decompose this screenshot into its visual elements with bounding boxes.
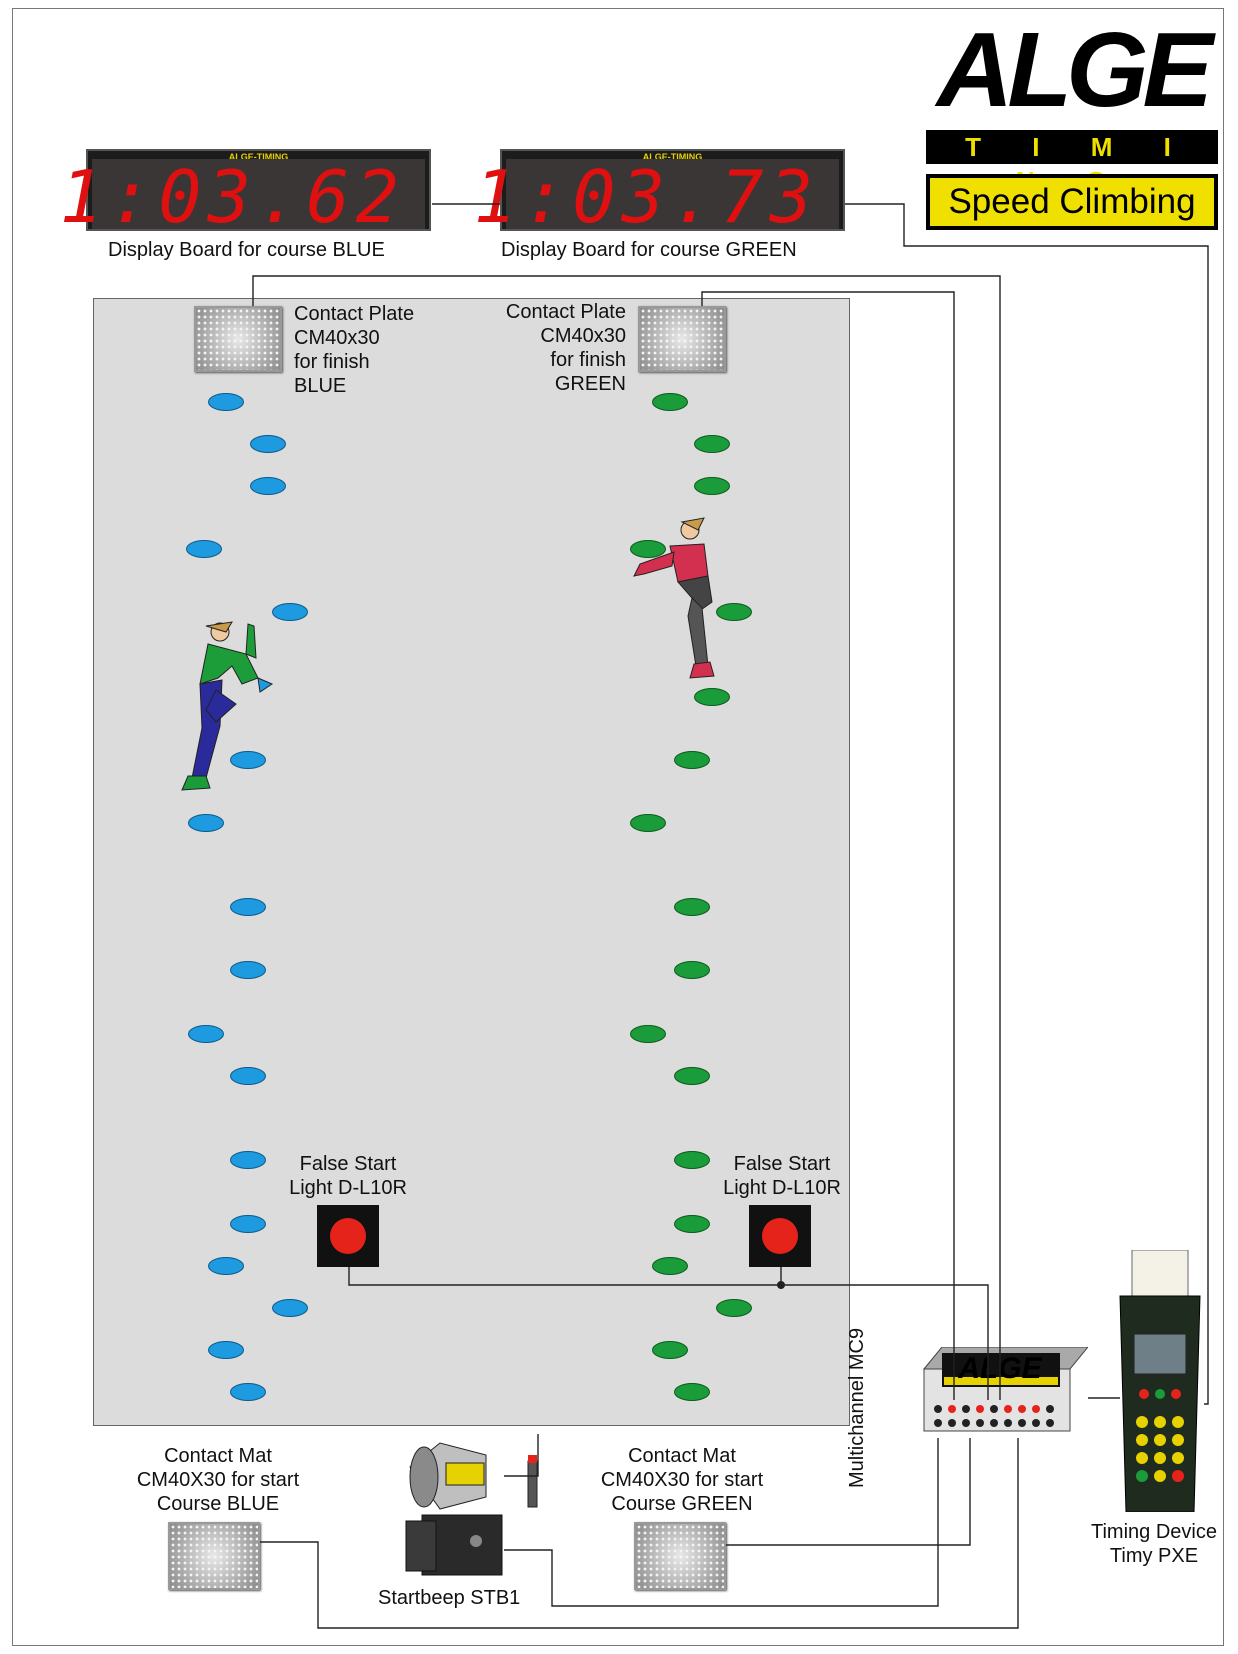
- climber-green-illustration: [633, 517, 715, 679]
- hold-blue: [230, 961, 266, 979]
- hold-green: [630, 814, 666, 832]
- hold-blue: [230, 1151, 266, 1169]
- hold-green: [716, 1299, 752, 1317]
- hold-blue: [230, 1067, 266, 1085]
- hold-green: [652, 393, 688, 411]
- display-board-blue-label: Display Board for course BLUE: [108, 239, 385, 261]
- false-start-light-green-label: False Start Light D-L10R: [723, 1153, 841, 1199]
- mc9-brand: ALGE: [958, 1352, 1042, 1385]
- logo-title-box: Speed Climbing: [926, 174, 1218, 230]
- hold-blue: [250, 435, 286, 453]
- hold-green: [674, 1215, 710, 1233]
- hold-blue: [230, 1383, 266, 1401]
- hold-blue: [186, 540, 222, 558]
- climbing-wall: [93, 298, 850, 1426]
- hold-blue: [230, 898, 266, 916]
- lamp-icon: [762, 1218, 798, 1254]
- hold-green: [674, 898, 710, 916]
- start-mat-green: [634, 1522, 726, 1590]
- startbeep-label: Startbeep STB1: [378, 1587, 521, 1609]
- hold-green: [694, 435, 730, 453]
- hold-green: [674, 1067, 710, 1085]
- timing-device-label: Timing Device Timy PXE: [1091, 1521, 1217, 1567]
- false-start-light-green: [749, 1205, 811, 1267]
- hold-blue: [188, 814, 224, 832]
- hold-blue: [208, 1341, 244, 1359]
- multichannel-label: Multichannel MC9: [846, 1327, 868, 1488]
- board-time-blue: 1:03.62: [59, 155, 405, 239]
- false-start-light-blue: [317, 1205, 379, 1267]
- hold-blue: [272, 1299, 308, 1317]
- hold-blue: [230, 1215, 266, 1233]
- start-mat-green-label: Contact Mat CM40X30 for start Course GRE…: [600, 1445, 764, 1515]
- display-board-blue: ALGE-TIMING 1:03.62: [60, 149, 431, 239]
- hold-green: [694, 477, 730, 495]
- hold-green: [652, 1257, 688, 1275]
- hold-green: [630, 1025, 666, 1043]
- lamp-icon: [330, 1218, 366, 1254]
- timing-device-timy: [1119, 1250, 1201, 1512]
- finish-plate-blue: [194, 306, 282, 372]
- hold-blue: [250, 477, 286, 495]
- board-time-green: 1:03.73: [473, 155, 819, 239]
- finish-plate-green-label: Contact Plate CM40x30 for finish GREEN: [505, 301, 626, 395]
- board-brand: ALGE-TIMING: [642, 152, 703, 162]
- hold-green: [674, 961, 710, 979]
- start-mat-blue-label: Contact Mat CM40X30 for start Course BLU…: [136, 1445, 300, 1515]
- false-start-light-blue-label: False Start Light D-L10R: [289, 1153, 407, 1199]
- finish-plate-blue-label: Contact Plate CM40x30 for finish BLUE: [294, 303, 415, 397]
- startbeep-device: [405, 1442, 538, 1576]
- hold-green: [674, 751, 710, 769]
- hold-blue: [208, 1257, 244, 1275]
- diagram-frame: [12, 8, 1224, 1646]
- board-brand: ALGE-TIMING: [228, 152, 289, 162]
- display-board-green: ALGE-TIMING 1:03.73: [474, 149, 845, 239]
- alge-logo: ALGE T I M I N G Speed Climbing: [926, 11, 1218, 232]
- logo-brand: ALGE: [936, 11, 1213, 129]
- climber-blue-illustration: [181, 621, 274, 791]
- hold-blue: [208, 393, 244, 411]
- logo-timing: T I M I N G: [926, 130, 1218, 196]
- display-board-green-label: Display Board for course GREEN: [501, 239, 797, 261]
- hold-blue: [188, 1025, 224, 1043]
- finish-plate-green: [638, 306, 726, 372]
- hold-green: [674, 1383, 710, 1401]
- hold-green: [652, 1341, 688, 1359]
- start-mat-blue: [168, 1522, 260, 1590]
- logo-title: Speed Climbing: [930, 178, 1214, 226]
